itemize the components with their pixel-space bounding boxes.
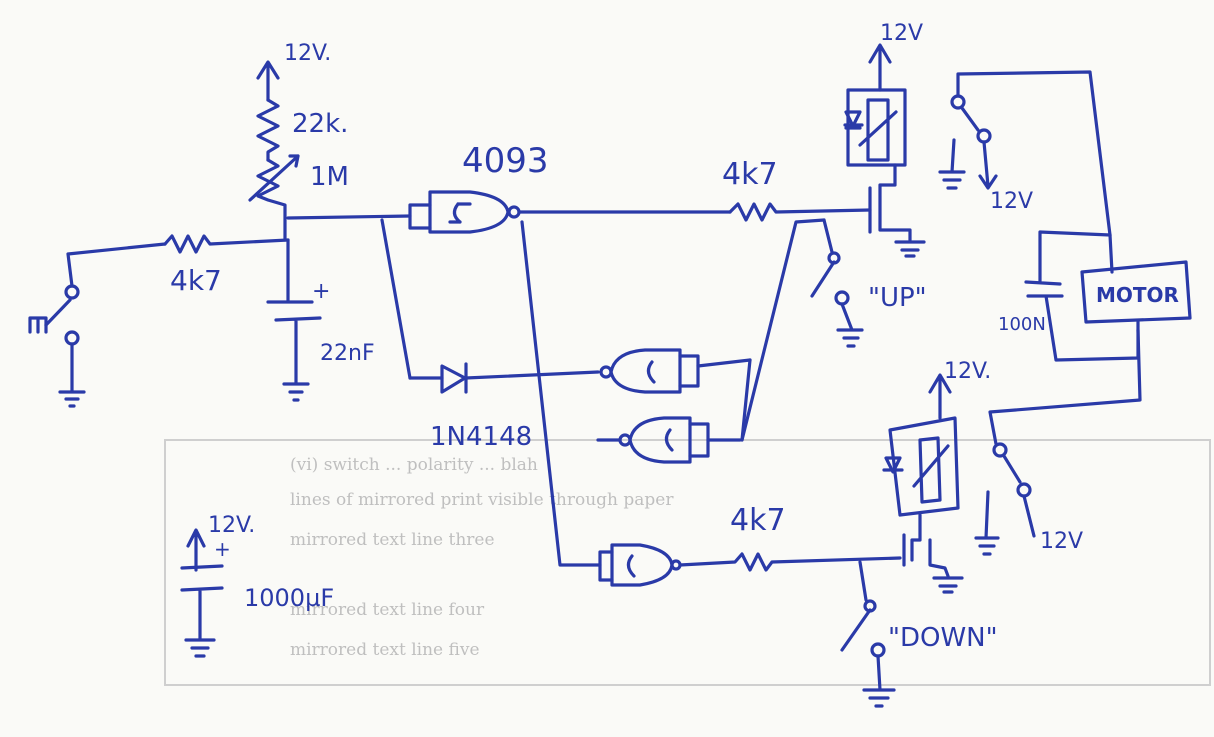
- resistor-22k-label: 22k.: [292, 109, 348, 139]
- bleed-text-2: lines of mirrored print visible through …: [290, 490, 674, 510]
- inverter-to-up-wire: [740, 218, 826, 442]
- relay-1: 12V: [843, 21, 926, 258]
- resistor-up-label: 4k7: [722, 157, 778, 192]
- up-switch: "UP": [810, 218, 927, 348]
- relay1-supply-label: 12V: [880, 21, 923, 46]
- relay-1-contacts: 12V: [938, 70, 1112, 237]
- bleed-text-5: mirrored text line five: [290, 640, 480, 660]
- rc-to-gate-wire: [286, 214, 412, 220]
- rc-to-diode-wire: [380, 218, 412, 380]
- input-resistor-label: 4k7: [170, 264, 222, 297]
- pot-1m-label: 1M: [310, 162, 349, 192]
- down-switch-label: "DOWN": [888, 623, 998, 653]
- up-switch-label: "UP": [868, 283, 927, 313]
- inverter-middle-1: [599, 348, 752, 394]
- relay2-contact-label: 12V: [1040, 529, 1083, 554]
- input-switch: [28, 242, 167, 408]
- inverter-middle-2: [596, 416, 742, 464]
- resistor-down: 4k7: [678, 503, 902, 572]
- capacitor-22nf: + 22nF: [266, 238, 375, 402]
- relay1-contact-label: 12V: [990, 189, 1033, 214]
- relay-2: 12V.: [882, 359, 991, 594]
- capacitor-22nf-plus: +: [312, 279, 330, 304]
- input-resistor: 4k7: [163, 234, 290, 297]
- nand-gate-bottom: [598, 543, 682, 587]
- gate1-to-bottom-wire: [520, 220, 602, 567]
- supply-cap-plus: +: [214, 537, 231, 561]
- nand-gate-1: 4093: [408, 141, 549, 234]
- relay-2-contacts: 12V: [974, 328, 1142, 556]
- supply-cap-voltage: 12V.: [208, 513, 255, 538]
- capacitor-100n-label: 100N: [998, 314, 1046, 335]
- down-switch: "DOWN": [840, 560, 998, 708]
- resistor-down-label: 4k7: [730, 503, 786, 538]
- motor-assembly: MOTOR 100N: [998, 230, 1192, 362]
- diode-1n4148: 1N4148: [408, 362, 600, 452]
- supply-capacitor: 12V. + 1000µF: [180, 513, 334, 658]
- relay2-supply-label: 12V.: [944, 359, 991, 384]
- bleed-through-box: [164, 439, 1211, 686]
- resistor-up: 4k7: [722, 157, 872, 222]
- supply-label-top: 12V.: [284, 41, 331, 66]
- diode-label: 1N4148: [430, 422, 532, 452]
- bleed-text-1: (vi) switch ... polarity ... blah: [290, 455, 538, 475]
- bleed-through-area: (vi) switch ... polarity ... blah lines …: [164, 439, 1211, 686]
- motor-label: MOTOR: [1096, 283, 1179, 307]
- inverter-feedback-wire: [740, 358, 752, 442]
- supply-cap-label: 1000µF: [244, 584, 334, 612]
- capacitor-22nf-label: 22nF: [320, 341, 375, 366]
- pullup-network: 12V. 22k. 1M: [248, 41, 349, 242]
- bleed-text-3: mirrored text line three: [290, 530, 495, 550]
- bleed-text-4: mirrored text line four: [290, 600, 485, 620]
- ic-4093-label: 4093: [462, 141, 549, 181]
